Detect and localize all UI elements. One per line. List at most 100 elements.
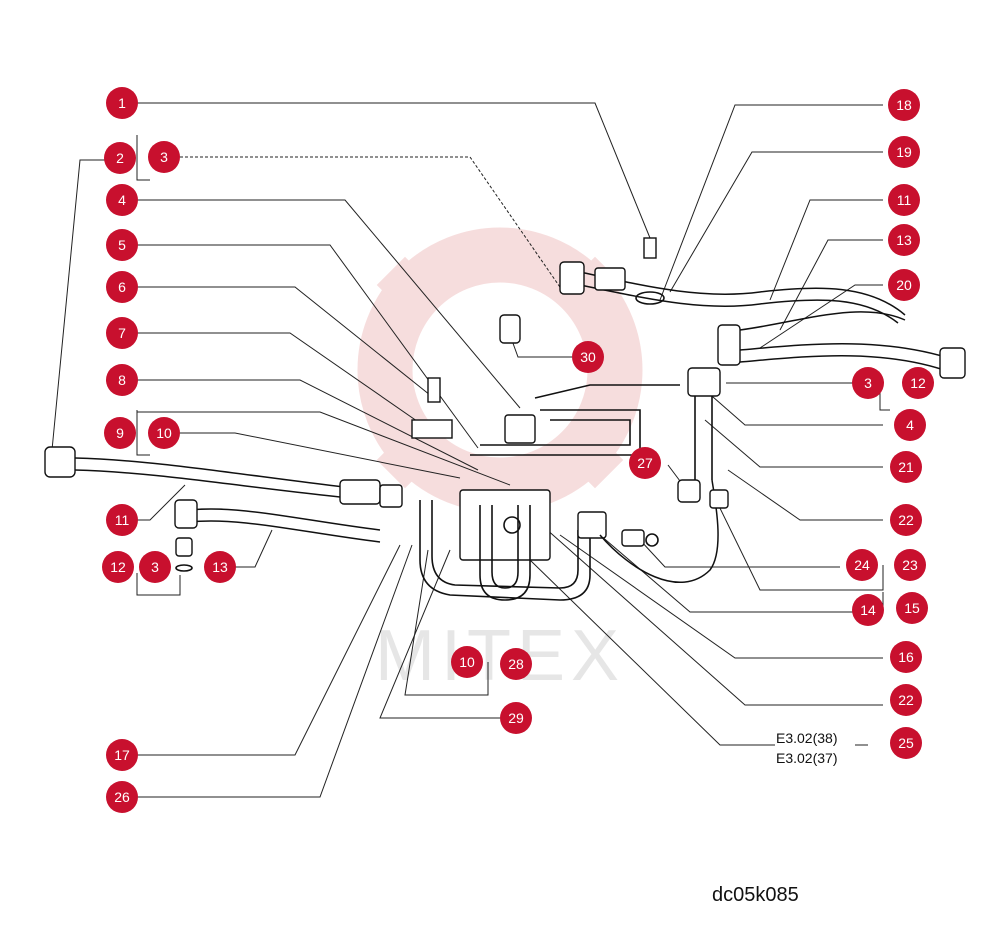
reference-e3-02-38: E3.02(38)	[776, 730, 837, 746]
svg-text:3: 3	[864, 375, 872, 391]
callout-19: 19	[888, 136, 920, 168]
svg-text:15: 15	[904, 600, 920, 616]
svg-text:11: 11	[897, 192, 912, 208]
svg-text:8: 8	[118, 372, 126, 388]
callout-18: 18	[888, 89, 920, 121]
callout-12-right: 12	[902, 367, 934, 399]
callout-9: 9	[104, 417, 136, 449]
pipe-lower-loop-inner	[431, 500, 579, 589]
callout-23: 23	[894, 549, 926, 581]
callout-6: 6	[106, 271, 138, 303]
plate-8	[411, 419, 453, 439]
drawing-id: dc05k085	[712, 884, 799, 906]
pipe-21	[694, 395, 713, 480]
callout-1: 1	[106, 87, 138, 119]
svg-text:29: 29	[508, 710, 524, 726]
bolt-6	[427, 377, 441, 403]
svg-text:6: 6	[118, 279, 126, 295]
pipe-lower-loop	[419, 500, 591, 601]
callout-11-right: 11	[888, 184, 920, 216]
svg-text:2: 2	[116, 150, 124, 166]
svg-text:5: 5	[118, 237, 126, 253]
elbow-top	[559, 261, 585, 295]
washer-3-left	[175, 564, 193, 572]
svg-text:13: 13	[212, 559, 228, 575]
callout-10: 10	[148, 417, 180, 449]
svg-text:21: 21	[898, 459, 914, 475]
watermark-text: MITEX	[375, 616, 625, 696]
callout-22-lower: 22	[890, 684, 922, 716]
svg-text:3: 3	[151, 559, 159, 575]
svg-text:4: 4	[906, 417, 914, 433]
svg-text:16: 16	[898, 649, 914, 665]
fitting-24	[621, 529, 645, 547]
callout-12: 12	[102, 551, 134, 583]
elbow-right	[717, 324, 741, 366]
callout-30: 30	[572, 341, 604, 373]
hose-13-left	[189, 508, 381, 531]
reference-e3-02-37: E3.02(37)	[776, 750, 837, 766]
callout-24: 24	[846, 549, 878, 581]
svg-text:26: 26	[114, 789, 130, 805]
svg-text:23: 23	[902, 557, 918, 573]
svg-text:4: 4	[118, 192, 126, 208]
hose-20-right	[739, 343, 956, 361]
hose-lower-right	[599, 479, 719, 584]
hose-20-right-outer	[739, 355, 951, 373]
svg-text:1: 1	[118, 95, 126, 111]
callout-4: 4	[106, 184, 138, 216]
svg-text:9: 9	[116, 425, 124, 441]
svg-text:24: 24	[854, 557, 870, 573]
hose-13-right	[739, 311, 906, 331]
svg-text:28: 28	[508, 656, 524, 672]
callout-14: 14	[852, 594, 884, 626]
callout-26: 26	[106, 781, 138, 813]
fitting-top-nut	[594, 267, 626, 291]
callout-5: 5	[106, 229, 138, 261]
hose-13-left-outer	[189, 520, 381, 543]
svg-text:25: 25	[898, 735, 914, 751]
fitting-manifold	[504, 414, 536, 444]
fitting-right-end	[939, 347, 966, 379]
bolt-top	[643, 237, 657, 259]
callout-4-right: 4	[894, 409, 926, 441]
svg-text:10: 10	[459, 654, 475, 670]
svg-text:19: 19	[896, 144, 912, 160]
svg-text:10: 10	[156, 425, 172, 441]
callout-22: 22	[890, 504, 922, 536]
svg-text:11: 11	[115, 512, 130, 528]
hose-top-right-outer	[579, 284, 899, 324]
callout-13-right: 13	[888, 224, 920, 256]
svg-text:30: 30	[580, 349, 596, 365]
svg-text:20: 20	[896, 277, 912, 293]
callout-13: 13	[204, 551, 236, 583]
hydraulic-assembly	[44, 237, 966, 601]
callout-3: 3	[148, 141, 180, 173]
fitting-27	[677, 479, 701, 503]
fitting-left-nut	[339, 479, 381, 505]
callout-10-lower: 10	[451, 646, 483, 678]
callout-21: 21	[890, 451, 922, 483]
hose-11-left-outer	[74, 469, 371, 501]
callout-11: 11	[106, 504, 138, 536]
callout-27: 27	[629, 447, 661, 479]
callout-15: 15	[896, 592, 928, 624]
svg-text:17: 17	[114, 747, 130, 763]
svg-text:3: 3	[160, 149, 168, 165]
elbow-left	[379, 484, 403, 508]
pipe-manifold-2	[480, 419, 631, 446]
callout-16: 16	[890, 641, 922, 673]
svg-text:27: 27	[637, 455, 653, 471]
callout-29: 29	[500, 702, 532, 734]
fitting-lower-right	[577, 511, 607, 539]
fitting-12-3	[175, 537, 193, 557]
callout-3-lower: 3	[139, 551, 171, 583]
svg-text:14: 14	[860, 602, 876, 618]
fitting-23	[709, 489, 729, 509]
fitting-left-end	[44, 446, 76, 478]
oring-24	[645, 533, 659, 547]
svg-text:18: 18	[896, 97, 912, 113]
svg-text:12: 12	[910, 375, 926, 391]
fitting-30	[499, 314, 521, 344]
